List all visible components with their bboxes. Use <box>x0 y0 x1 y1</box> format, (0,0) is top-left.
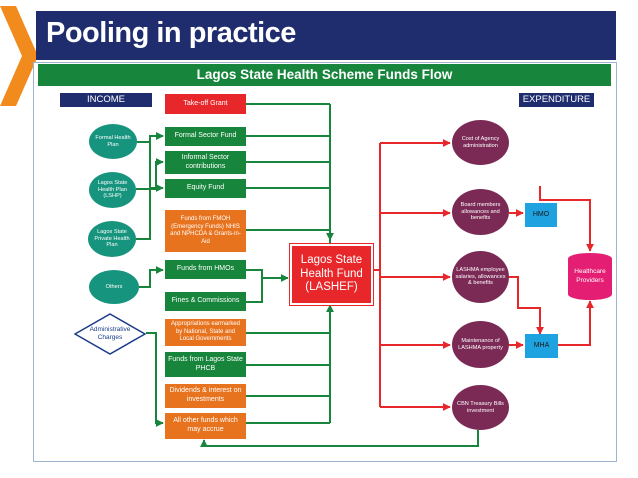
hmo-funds-box: Funds from HMOs <box>165 260 246 279</box>
administrative-charges-label: Administrative Charges <box>89 325 131 341</box>
chevron-decoration-icon <box>0 6 38 106</box>
lashma-staff-oval: LASHMA employee salaries, allowances & b… <box>452 251 509 303</box>
lashef-central-fund: Lagos State Health Fund (LASHEF) <box>290 244 373 305</box>
mha-box: MHA <box>525 334 558 358</box>
phcb-funds-box: Funds from Lagos State PHCB <box>165 352 246 377</box>
page-title: Pooling in practice <box>46 17 296 49</box>
equity-fund-box: Equity Fund <box>165 179 246 198</box>
link-others <box>139 266 164 288</box>
others-oval: Others <box>89 270 139 304</box>
hmo-box: HMO <box>525 203 557 227</box>
expenditure-header: EXPENDITURE <box>519 93 594 107</box>
administrative-charges-diamond: Administrative Charges <box>74 313 146 355</box>
dividends-box: Dividends & interest on investments <box>165 384 246 408</box>
link-treasury-return <box>200 430 479 448</box>
takeoff-grant-box: Take-off Grant <box>165 94 246 114</box>
title-bar: Pooling in practice <box>36 11 616 60</box>
agency-administration-oval: Cost of Agency administration <box>452 120 509 165</box>
diagram-banner: Lagos State Health Scheme Funds Flow <box>38 64 611 86</box>
treasury-bills-oval: CBN Treasury Bills investment <box>452 385 509 430</box>
healthcare-providers-cylinder: Healthcare Providers <box>568 253 612 300</box>
link-admin-charges <box>146 332 164 427</box>
link-lshp-informal <box>136 158 164 190</box>
informal-sector-box: Informal Sector contributions <box>165 151 246 174</box>
fines-commissions-box: Fines & Commissions <box>165 292 246 311</box>
formal-health-plan-oval: Formal Health Plan <box>89 124 137 159</box>
lshp-oval: Lagos State Health Plan (LSHP) <box>89 172 136 208</box>
board-members-oval: Board members allowances and benefits <box>452 189 509 235</box>
lashma-maintenance-oval: Maintenance of LASHMA property <box>452 321 509 368</box>
fmoh-funds-box: Funds from FMOH (Emergency Funds) NHIS a… <box>165 210 246 252</box>
other-funds-box: All other funds which may accrue <box>165 413 246 439</box>
link-private-plan <box>136 184 164 240</box>
formal-sector-fund-box: Formal Sector Fund <box>165 127 246 146</box>
appropriations-box: Appropriations earmarked by National, St… <box>165 319 246 346</box>
private-health-plan-oval: Lagos State Private Health Plan <box>88 221 136 257</box>
diamond-shape-icon <box>74 313 146 355</box>
income-header: INCOME <box>60 93 152 107</box>
